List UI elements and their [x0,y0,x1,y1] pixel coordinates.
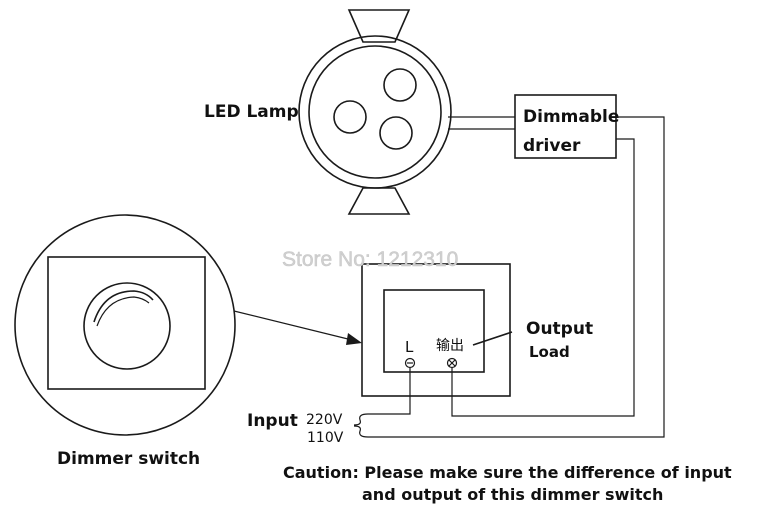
dimmable-driver-box [514,94,617,159]
terminal-l-label: L [405,338,414,356]
output-label: Output [526,319,593,339]
led-lamp-label: LED Lamp [204,102,299,122]
watermark-text: Store No: 1212310 [282,248,458,271]
led-lamp [298,9,452,215]
driver-label-line2: driver [523,136,581,156]
terminal-screw-icon [446,357,458,369]
voltage-110v: 110V [307,430,344,446]
driver-label-line1: Dimmable [523,107,619,127]
input-label: Input [247,411,298,431]
led-bulb-icon [333,100,367,134]
load-label: Load [529,343,570,361]
arrow-head-icon [346,333,362,345]
switch-panel [361,263,511,397]
terminal-output-label: 输出 [436,338,464,354]
terminal-screw-icon [404,357,416,369]
led-bulb-icon [379,116,413,150]
caution-line2: and output of this dimmer switch [362,485,663,504]
dimmer-switch-label: Dimmer switch [57,449,200,469]
dimmer-switch-magnified [14,214,236,436]
dimmer-knob-icon [83,282,171,370]
caution-line1: Caution: Please make sure the difference… [283,463,732,482]
voltage-220v: 220V [306,412,343,428]
led-bulb-icon [383,68,417,102]
